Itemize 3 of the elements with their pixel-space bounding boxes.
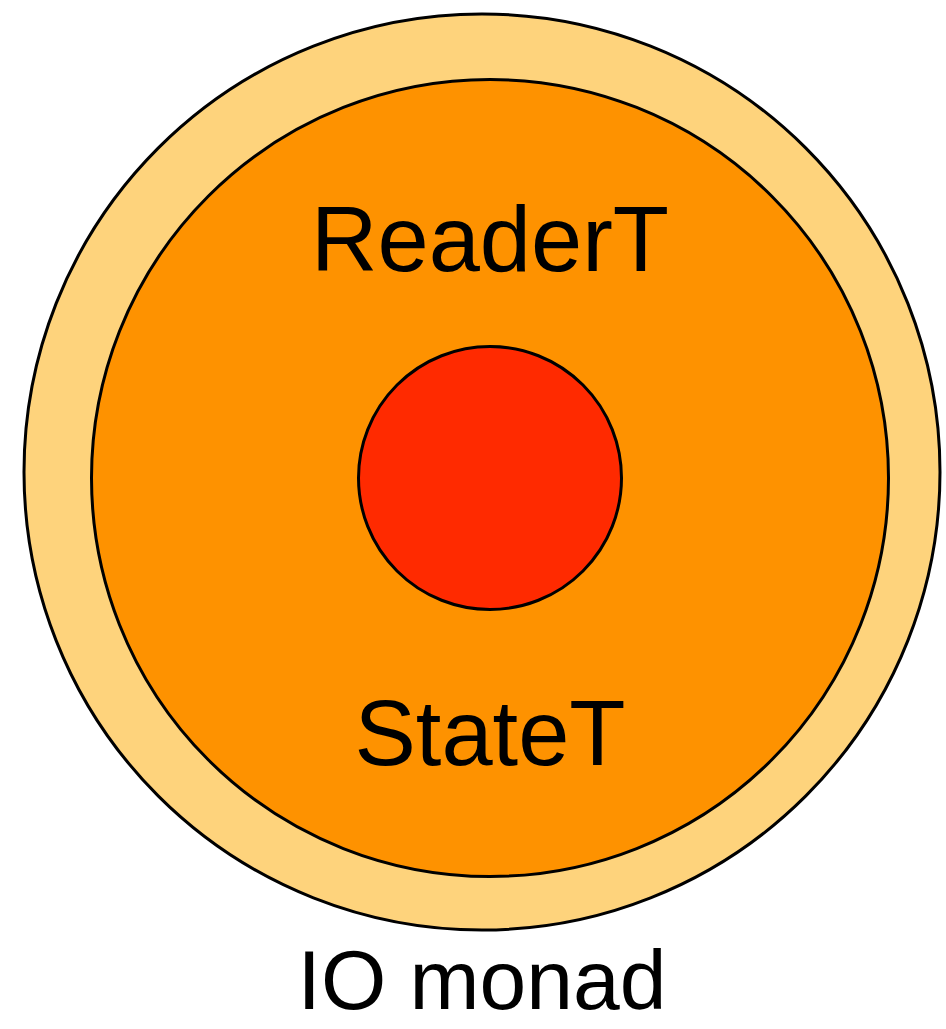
circle-label: ReaderT xyxy=(311,193,669,285)
circle-label: IO monad xyxy=(297,938,667,1022)
circle-label: StateT xyxy=(354,687,626,779)
